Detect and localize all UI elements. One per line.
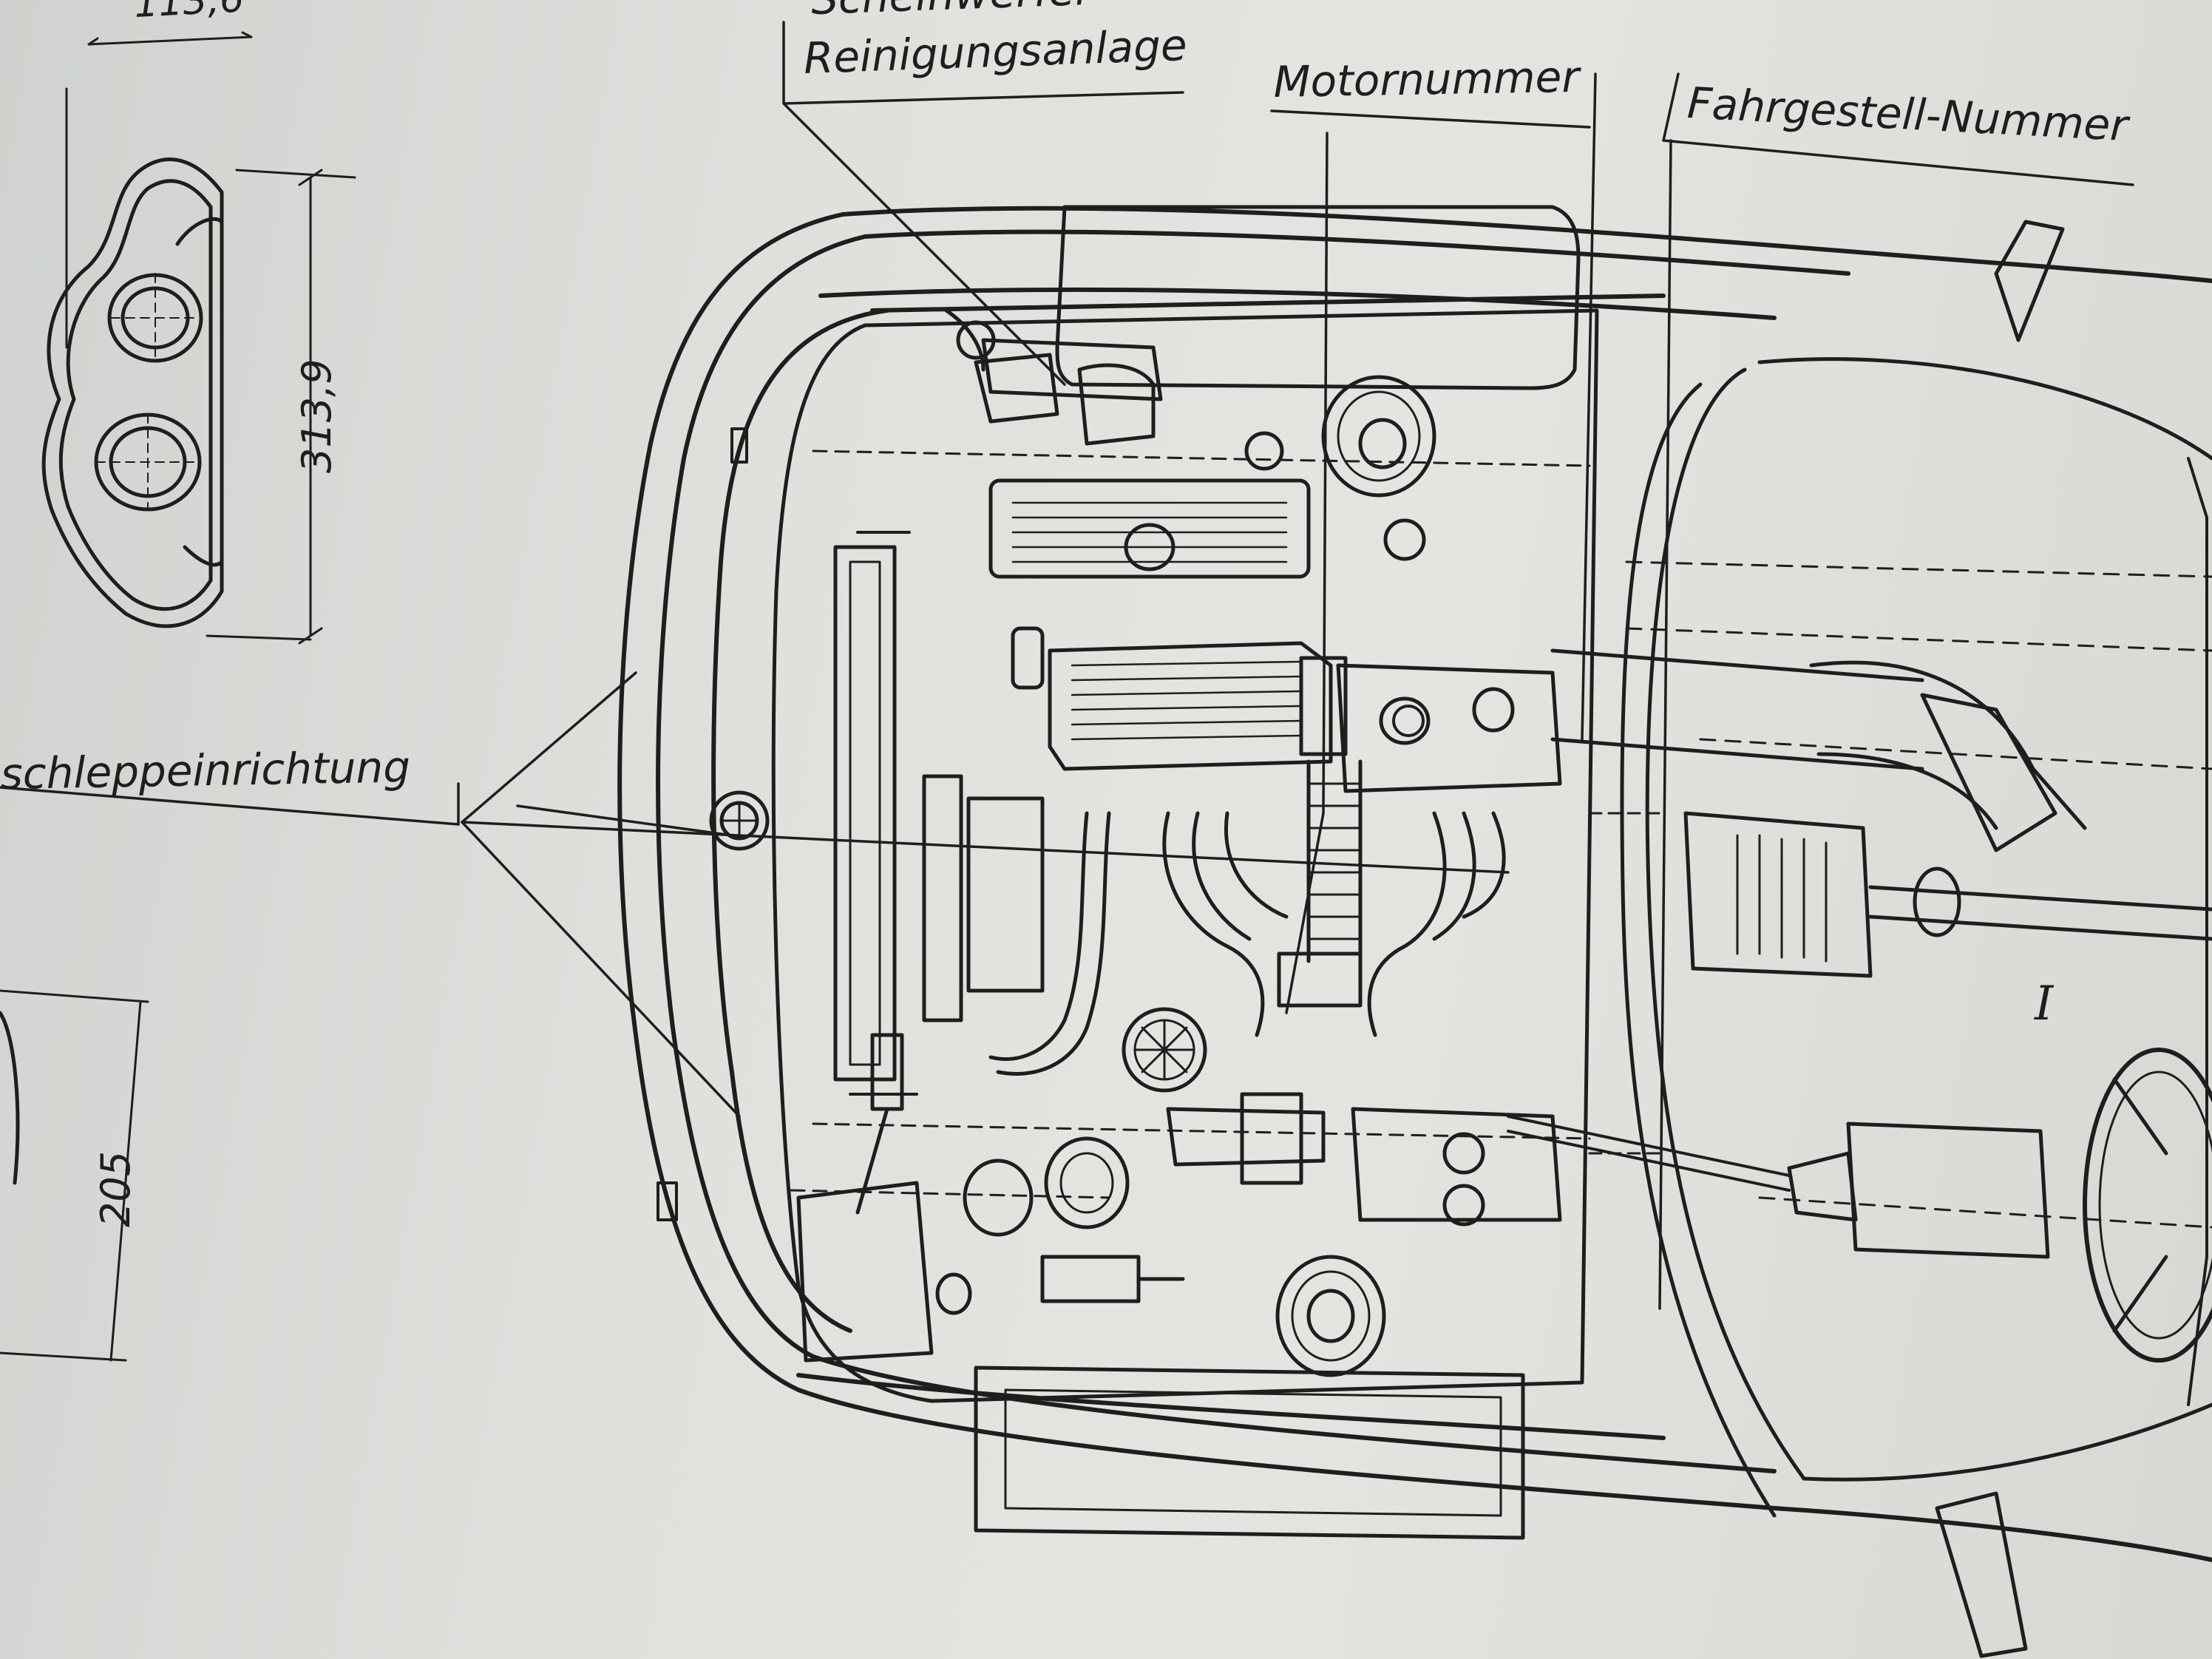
- engine-components: [796, 320, 1562, 1377]
- label-headlamp-washer: Reinigungsanlage: [802, 19, 1188, 84]
- cabin-and-windshield: [1620, 220, 2212, 1658]
- label-roman-numeral: I: [2035, 977, 2054, 1031]
- label-towing-device: schleppeinrichtung: [0, 742, 411, 799]
- height-dimension-205: [0, 989, 149, 1362]
- bmw-roundel-valve-cover: [1392, 705, 1425, 737]
- dimension-height-205: 205: [92, 1150, 139, 1227]
- drivetrain: [1507, 648, 2212, 1259]
- car-body-outline: [617, 206, 2212, 1562]
- label-engine-number: Motornummer: [1272, 51, 1580, 107]
- bmw-roundel-bumper: [709, 790, 770, 851]
- dimension-height-313: 313,9: [294, 359, 340, 473]
- tow-eye-detail-drawing: [41, 31, 356, 645]
- dimension-top-width: 113,6: [132, 0, 245, 27]
